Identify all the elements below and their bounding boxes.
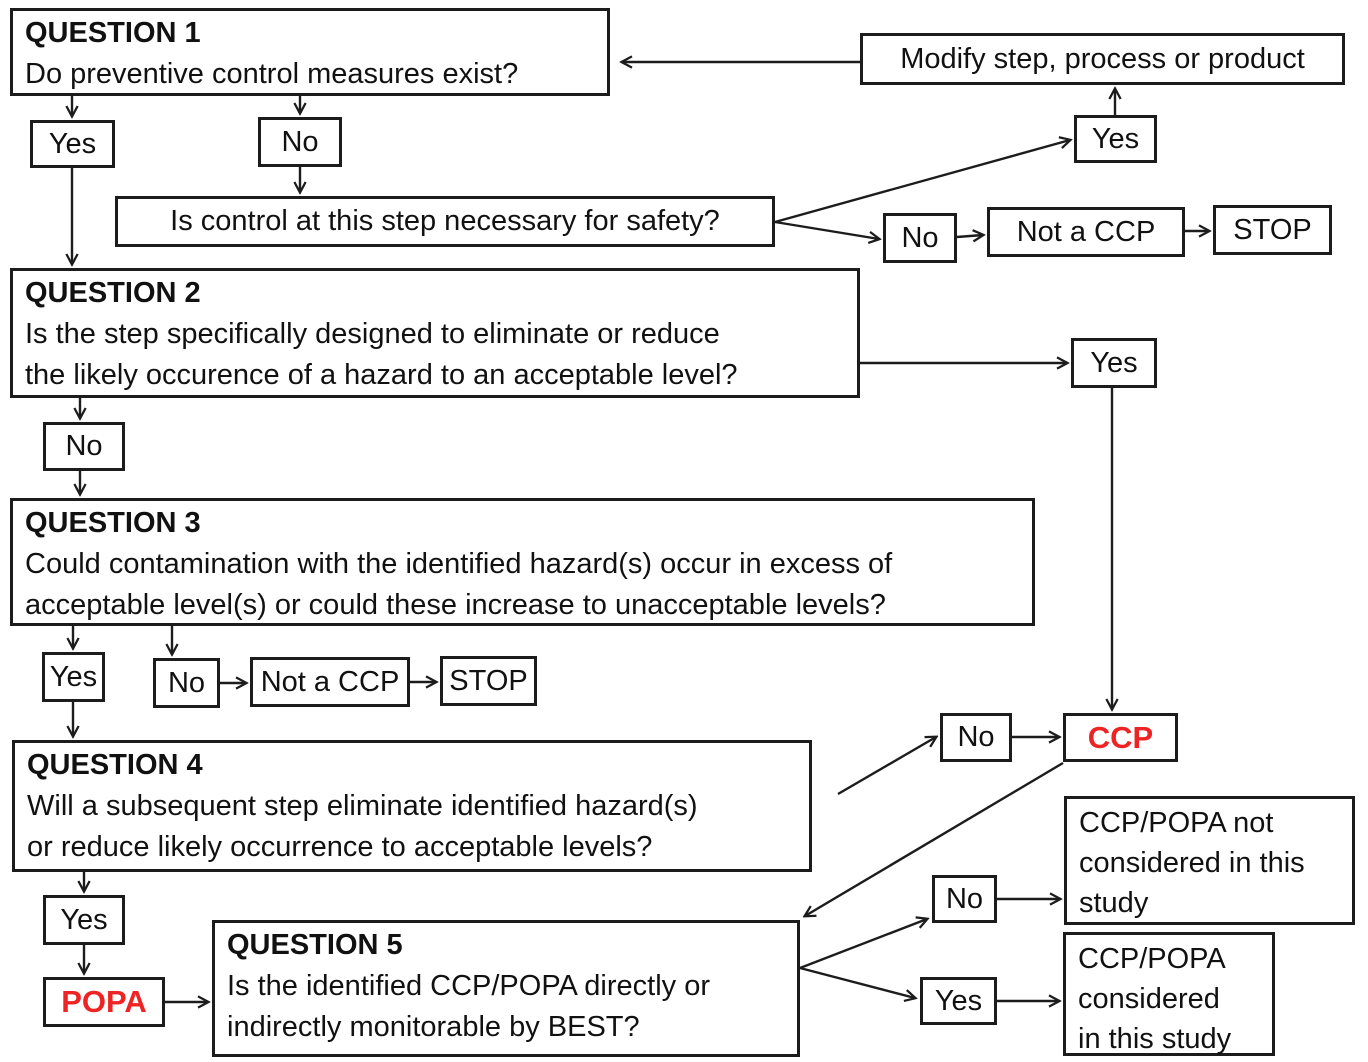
q4-no-label: No xyxy=(957,721,995,753)
q2-text-line1: Is the step specifically designed to eli… xyxy=(25,318,720,350)
q1-box: QUESTION 1 Do preventive control measure… xyxy=(10,8,610,96)
q5-text-line1: Is the identified CCP/POPA directly or xyxy=(227,970,711,1002)
safety-question-label: Is control at this step necessary for sa… xyxy=(170,205,720,237)
q3-box: QUESTION 3 Could contamination with the … xyxy=(10,498,1035,626)
q3-yes-box: Yes xyxy=(42,652,105,702)
arrow-q5-to-yes xyxy=(799,966,915,998)
q5-text-line2: indirectly monitorable by BEST? xyxy=(227,1011,640,1043)
q1-yes-label: Yes xyxy=(48,127,97,160)
not-a-ccp-label-2: Not a CCP xyxy=(260,665,400,698)
safety-yes-box: Yes xyxy=(1074,115,1157,163)
not-considered-line1: CCP/POPA not xyxy=(1079,807,1274,839)
considered-box: CCP/POPA considered in this study xyxy=(1063,932,1275,1056)
q4-box: QUESTION 4 Will a subsequent step elimin… xyxy=(12,740,812,872)
q3-yes-label: Yes xyxy=(49,660,98,693)
q5-no-box: No xyxy=(932,875,997,923)
q3-no-box: No xyxy=(153,658,220,708)
q1-yes-box: Yes xyxy=(30,120,115,168)
not-considered-box: CCP/POPA not considered in this study xyxy=(1064,796,1355,925)
q2-no-label: No xyxy=(65,430,103,462)
q2-box: QUESTION 2 Is the step specifically desi… xyxy=(10,268,860,398)
q2-no-box: No xyxy=(43,422,125,471)
arrow-q5-to-no xyxy=(799,919,927,970)
q3-title: QUESTION 3 xyxy=(25,507,201,539)
arrow-safety-to-no xyxy=(774,220,879,239)
q4-text-line2: or reduce likely occurrence to acceptabl… xyxy=(27,831,653,863)
not-a-ccp-label-1: Not a CCP xyxy=(1016,215,1156,248)
q2-title: QUESTION 2 xyxy=(25,277,201,309)
q4-no-box: No xyxy=(940,713,1012,762)
q2-yes-label: Yes xyxy=(1090,346,1138,379)
q3-no-label: No xyxy=(167,666,206,699)
ccp-label: CCP xyxy=(1087,719,1154,755)
q4-yes-box: Yes xyxy=(43,895,125,945)
not-considered-line3: study xyxy=(1079,887,1149,919)
not-considered-line2: considered in this xyxy=(1079,847,1305,879)
modify-step-label: Modify step, process or product xyxy=(900,42,1305,75)
safety-question-box: Is control at this step necessary for sa… xyxy=(115,196,775,247)
modify-step-box: Modify step, process or product xyxy=(860,33,1345,85)
safety-no-label: No xyxy=(901,221,939,254)
q5-yes-box: Yes xyxy=(920,977,997,1025)
arrow-q4-to-no-diagonal xyxy=(837,737,936,796)
q4-yes-label: Yes xyxy=(60,903,108,936)
q3-text-line2: acceptable level(s) or could these incre… xyxy=(25,589,886,621)
safety-yes-label: Yes xyxy=(1091,122,1140,155)
q1-text: Do preventive control measures exist? xyxy=(25,58,519,90)
stop-label-1: STOP xyxy=(1233,213,1312,246)
popa-box: POPA xyxy=(43,977,165,1027)
q5-title: QUESTION 5 xyxy=(227,929,403,961)
q1-no-label: No xyxy=(281,125,319,158)
safety-no-box: No xyxy=(883,213,957,263)
arrow-ccp-to-q5 xyxy=(805,761,1064,916)
q4-text-line1: Will a subsequent step eliminate identif… xyxy=(27,790,698,822)
not-a-ccp-box-1: Not a CCP xyxy=(987,207,1185,257)
q5-yes-label: Yes xyxy=(934,984,983,1017)
stop-box-1: STOP xyxy=(1213,205,1332,255)
q1-title: QUESTION 1 xyxy=(25,17,201,49)
arrow-no-to-notccp1 xyxy=(956,235,983,237)
q3-text-line1: Could contamination with the identified … xyxy=(25,548,893,580)
arrow-safety-to-yes xyxy=(774,140,1070,224)
stop-box-2: STOP xyxy=(440,656,537,706)
q5-no-label: No xyxy=(945,882,984,915)
q4-title: QUESTION 4 xyxy=(27,749,203,781)
considered-line2: considered xyxy=(1078,983,1220,1015)
considered-line3: in this study xyxy=(1078,1023,1232,1055)
ccp-box: CCP xyxy=(1063,713,1178,762)
popa-label: POPA xyxy=(61,984,147,1019)
q2-text-line2: the likely occurence of a hazard to an a… xyxy=(25,359,738,391)
considered-line1: CCP/POPA xyxy=(1078,943,1226,975)
q1-no-box: No xyxy=(258,117,342,167)
not-a-ccp-box-2: Not a CCP xyxy=(250,657,410,707)
stop-label-2: STOP xyxy=(449,664,528,697)
q5-box: QUESTION 5 Is the identified CCP/POPA di… xyxy=(212,920,800,1057)
q2-yes-box: Yes xyxy=(1071,338,1157,388)
